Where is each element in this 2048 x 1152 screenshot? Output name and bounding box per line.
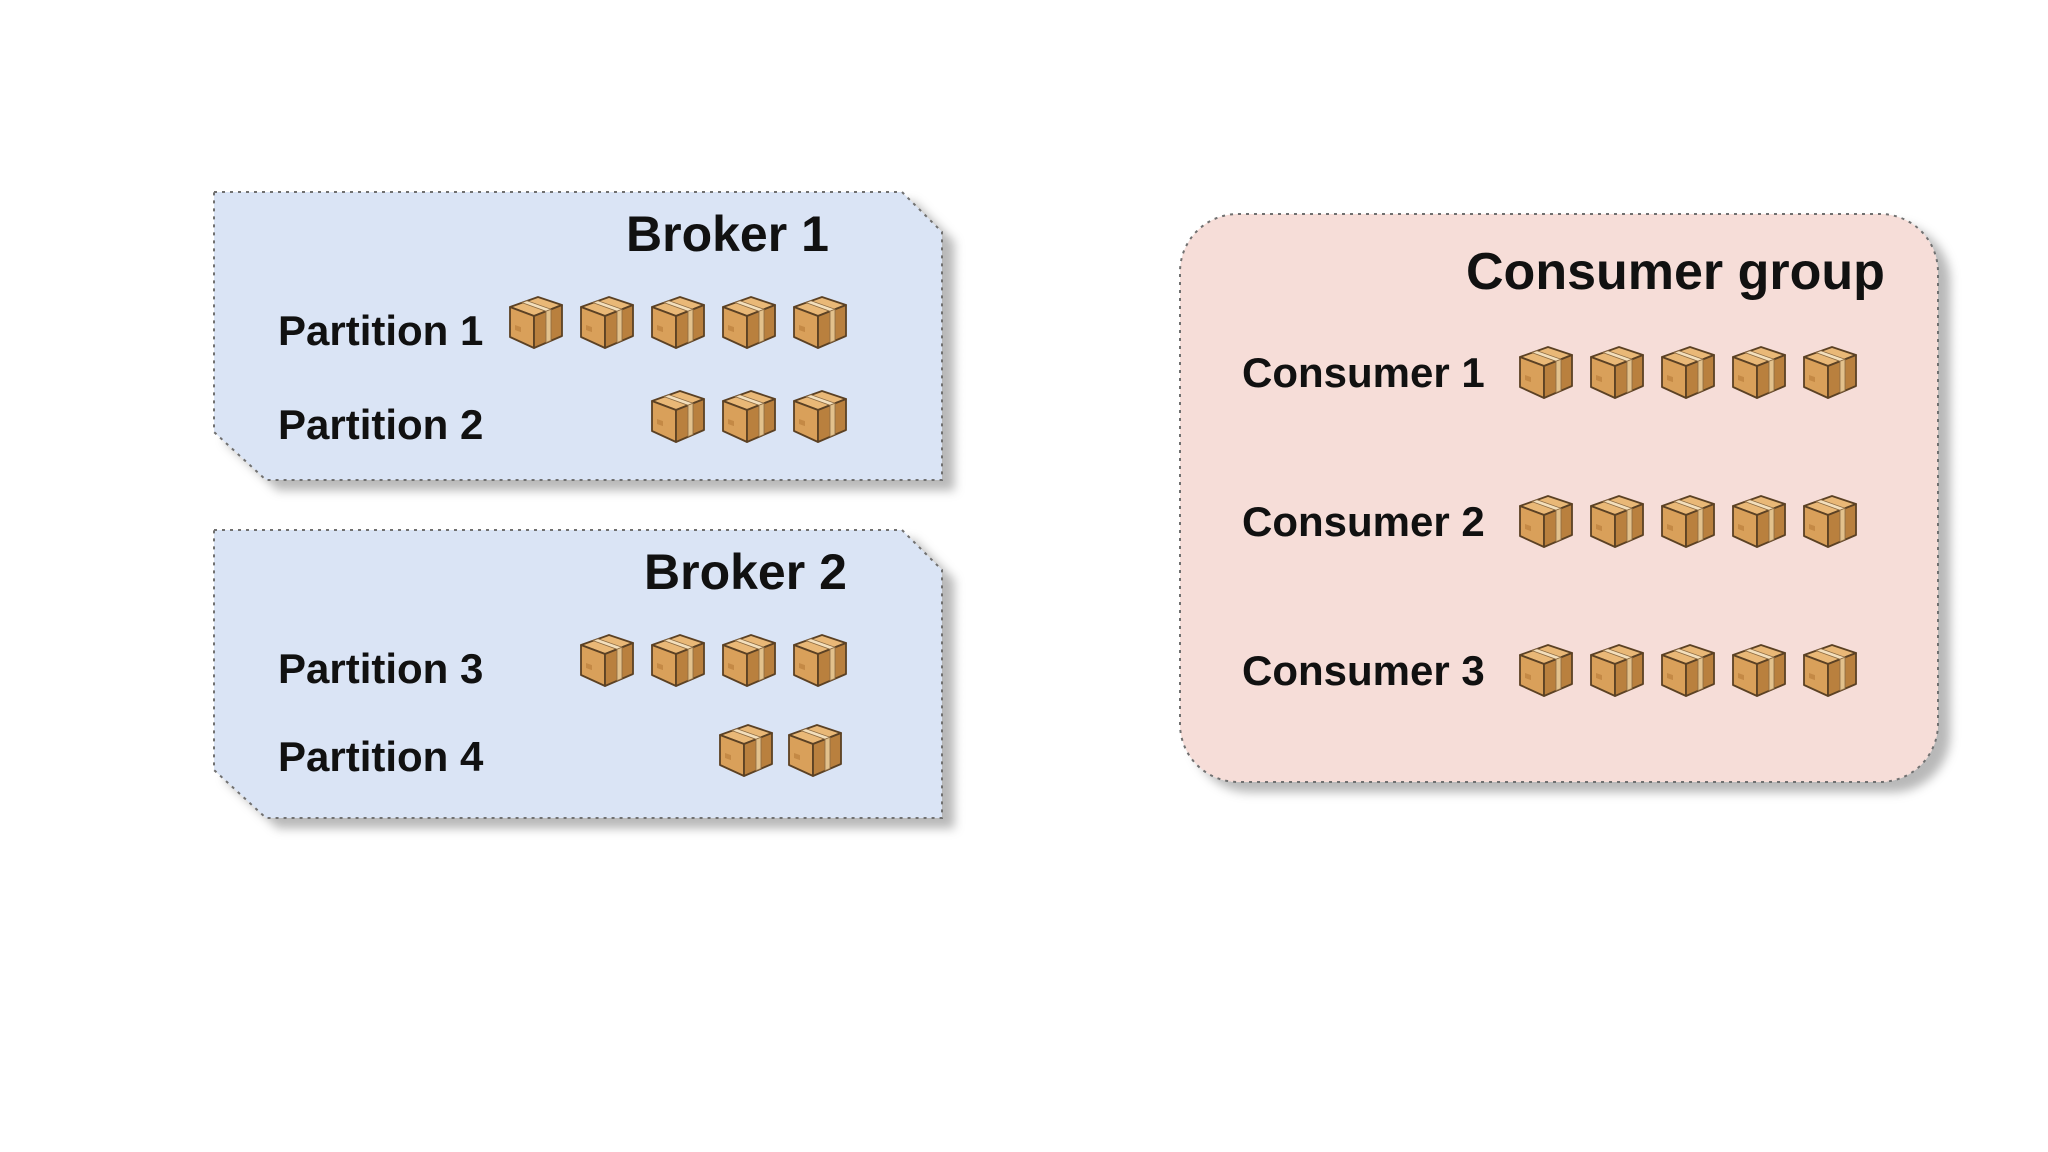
package-box-icon bbox=[783, 718, 847, 782]
message-queue bbox=[714, 718, 864, 782]
partition-row: Partition 2 bbox=[214, 404, 974, 474]
package-box-icon bbox=[1727, 340, 1791, 404]
package-box-icon bbox=[714, 718, 778, 782]
package-box-icon bbox=[1514, 340, 1578, 404]
message-queue bbox=[646, 384, 866, 448]
package-box-icon bbox=[1727, 638, 1791, 702]
consumer-group-title: Consumer group bbox=[1466, 243, 1885, 301]
partition-row: Partition 3 bbox=[214, 648, 974, 718]
partition-row: Partition 4 bbox=[214, 736, 974, 806]
consumer-group-panel: Consumer group Consumer 1 Consumer 2 Con… bbox=[1179, 213, 1950, 794]
package-box-icon bbox=[646, 290, 710, 354]
broker-title: Broker 2 bbox=[644, 544, 847, 600]
partition-label: Partition 2 bbox=[278, 401, 484, 448]
package-box-icon bbox=[1656, 340, 1720, 404]
partition-label: Partition 1 bbox=[278, 307, 484, 354]
message-queue bbox=[1514, 489, 1874, 553]
package-box-icon bbox=[1585, 638, 1649, 702]
package-box-icon bbox=[788, 290, 852, 354]
package-box-icon bbox=[1656, 489, 1720, 553]
package-box-icon bbox=[575, 290, 639, 354]
package-box-icon bbox=[1727, 489, 1791, 553]
package-box-icon bbox=[1798, 340, 1862, 404]
consumer-row: Consumer 1 bbox=[1180, 352, 1950, 422]
package-box-icon bbox=[1798, 489, 1862, 553]
message-queue bbox=[504, 290, 864, 354]
package-box-icon bbox=[646, 384, 710, 448]
consumer-row: Consumer 3 bbox=[1180, 650, 1950, 720]
package-box-icon bbox=[1514, 489, 1578, 553]
package-box-icon bbox=[788, 628, 852, 692]
package-box-icon bbox=[788, 384, 852, 448]
consumer-label: Consumer 1 bbox=[1242, 349, 1485, 396]
package-box-icon bbox=[717, 290, 781, 354]
broker-title: Broker 1 bbox=[626, 206, 829, 262]
consumer-label: Consumer 3 bbox=[1242, 647, 1485, 694]
package-box-icon bbox=[717, 628, 781, 692]
package-box-icon bbox=[1798, 638, 1862, 702]
package-box-icon bbox=[1585, 489, 1649, 553]
package-box-icon bbox=[1585, 340, 1649, 404]
package-box-icon bbox=[1656, 638, 1720, 702]
message-queue bbox=[575, 628, 865, 692]
partition-label: Partition 4 bbox=[278, 733, 484, 780]
broker-1-panel: Broker 1 Partition 1 Partition 2 bbox=[213, 191, 974, 492]
message-queue bbox=[1514, 638, 1874, 702]
broker-2-panel: Broker 2 Partition 3 Partition 4 bbox=[213, 529, 974, 830]
package-box-icon bbox=[717, 384, 781, 448]
partition-row: Partition 1 bbox=[214, 310, 974, 380]
consumer-label: Consumer 2 bbox=[1242, 498, 1485, 545]
package-box-icon bbox=[1514, 638, 1578, 702]
message-queue bbox=[1514, 340, 1874, 404]
package-box-icon bbox=[646, 628, 710, 692]
package-box-icon bbox=[575, 628, 639, 692]
consumer-row: Consumer 2 bbox=[1180, 501, 1950, 571]
package-box-icon bbox=[504, 290, 568, 354]
partition-label: Partition 3 bbox=[278, 645, 484, 692]
